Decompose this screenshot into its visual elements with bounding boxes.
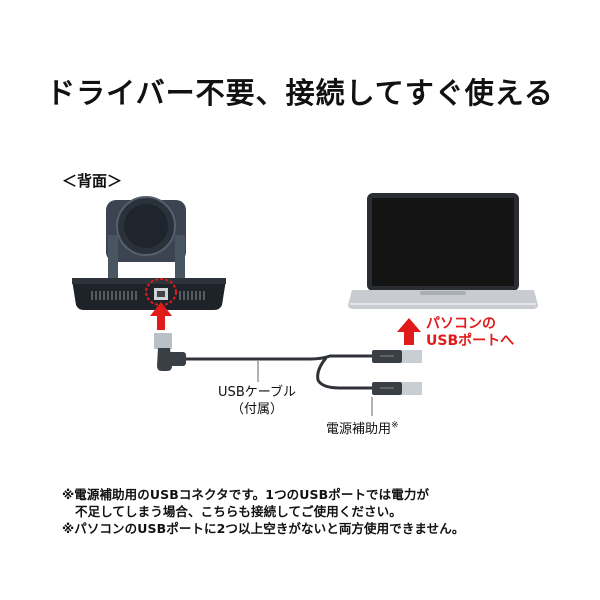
notes: ※電源補助用のUSBコネクタです。1つのUSBポートでは電力が 不足してしまう場…: [62, 486, 464, 537]
laptop-usb-port-label-line2: USBポートへ: [426, 333, 515, 349]
usb-cable-label: USBケーブル （付属）: [212, 384, 302, 418]
usb-a-connector-icon: [372, 350, 422, 363]
page-title: ドライバー不要、接続してすぐ使える: [46, 76, 554, 110]
usb-b-connector-icon: [154, 333, 186, 371]
laptop-usb-port-label-line1: パソコンの: [426, 316, 496, 332]
arrow-up-icon: [150, 302, 172, 330]
usb-a-connector-icon: [372, 382, 422, 395]
power-assist-label: 電源補助用※: [326, 418, 399, 437]
note-line: ※パソコンのUSBポートに2つ以上空きがないと両方使用できません。: [62, 521, 465, 536]
note-line: ※電源補助用のUSBコネクタです。1つのUSBポートでは電力が: [62, 487, 430, 502]
back-view-label: ＜背面＞: [62, 172, 123, 190]
camera-illustration: [72, 196, 226, 310]
power-assist-label-text: 電源補助用: [326, 422, 392, 437]
laptop-usb-port-label: パソコンの USBポートへ: [426, 316, 514, 350]
note-line: 不足してしまう場合、こちらも接続してご使用ください。: [75, 504, 402, 519]
laptop-illustration: [348, 193, 538, 309]
power-assist-note-mark: ※: [391, 420, 399, 431]
power-cable: [316, 357, 372, 390]
usb-cable-label-line2: （付属）: [230, 402, 283, 417]
usb-cable: [186, 354, 372, 361]
arrow-up-icon: [397, 318, 421, 345]
usb-cable-label-line1: USBケーブル: [218, 385, 296, 400]
